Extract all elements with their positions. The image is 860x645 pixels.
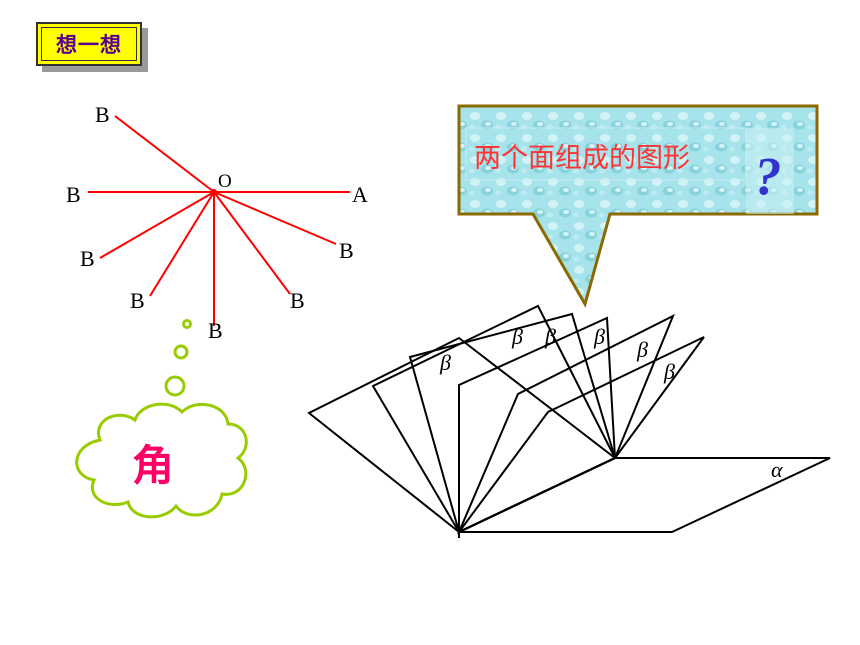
thought-cloud: 角	[75, 402, 248, 519]
callout-shape	[457, 104, 819, 308]
label-a: A	[352, 182, 368, 207]
label-b-6: B	[290, 288, 305, 313]
label-b-5: B	[208, 318, 223, 343]
ray-ob-1	[114, 115, 215, 193]
dihedral-diagram	[307, 304, 831, 538]
thought-bubble-small	[182, 319, 192, 329]
ray-ob-4	[149, 191, 215, 297]
callout-text: 两个面组成的图形	[474, 143, 690, 174]
rays	[88, 115, 350, 326]
label-b-1: B	[95, 102, 110, 127]
label-o: O	[218, 171, 232, 192]
ray-ob-7	[213, 191, 337, 245]
label-b-3: B	[80, 246, 95, 271]
title-box: 想一想	[36, 22, 142, 66]
thought-bubbles	[164, 319, 192, 397]
speech-callout: 两个面组成的图形 ?	[457, 104, 819, 308]
cloud-text: 角	[132, 441, 174, 490]
ray-ob-6	[213, 191, 291, 295]
question-mark: ?	[755, 146, 782, 206]
label-b-7: B	[339, 238, 354, 263]
label-beta-3: β	[544, 324, 556, 349]
half-plane-6	[458, 336, 705, 533]
label-alpha: α	[771, 457, 783, 482]
thought-bubble-medium	[173, 344, 189, 360]
label-b-4: B	[130, 288, 145, 313]
label-beta-4: β	[593, 324, 605, 349]
callout-mark-frame	[746, 128, 794, 214]
label-beta-2: β	[511, 324, 523, 349]
label-beta-6: β	[663, 359, 675, 384]
ray-ob-3	[99, 191, 215, 259]
label-b-2: B	[66, 182, 81, 207]
thought-bubble-large	[164, 375, 186, 397]
vertex-point	[211, 189, 217, 195]
cloud-shape	[75, 402, 248, 519]
ray-diagram: O A B B B B B B B	[66, 102, 368, 343]
title-text: 想一想	[41, 27, 137, 61]
dihedral-labels: α β β β β β β	[439, 324, 783, 482]
label-beta-1: β	[439, 350, 451, 375]
label-beta-5: β	[636, 337, 648, 362]
